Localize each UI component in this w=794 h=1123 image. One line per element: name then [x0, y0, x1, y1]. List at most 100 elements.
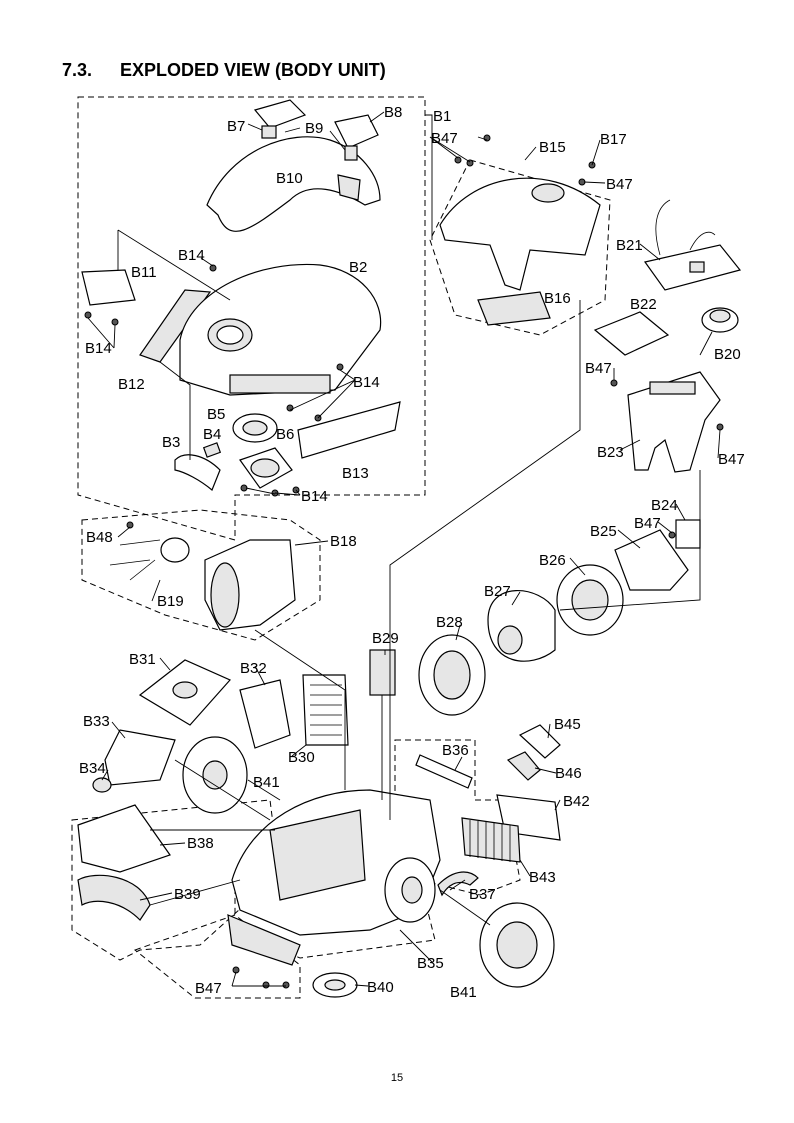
- label-b41-left: B41: [253, 774, 280, 791]
- hepa-filter-b43: [461, 817, 521, 863]
- screw: [610, 379, 618, 387]
- motor-b27-shaft: [497, 625, 523, 655]
- motor-b27: [487, 590, 556, 662]
- label-b31: B31: [129, 651, 156, 668]
- knob-b34: [92, 777, 112, 793]
- label-b35: B35: [417, 955, 444, 972]
- label-b47-bottom: B47: [195, 980, 222, 997]
- label-b29: B29: [372, 630, 399, 647]
- screw: [286, 404, 294, 412]
- housing-b23: [627, 371, 721, 473]
- label-b30: B30: [288, 749, 315, 766]
- bag-holder-hole: [172, 681, 198, 699]
- label-b24: B24: [651, 497, 678, 514]
- lower-body-inner: [269, 809, 366, 901]
- label-b14-top: B14: [178, 247, 205, 264]
- label-b47-right: B47: [606, 176, 633, 193]
- label-b37: B37: [469, 886, 496, 903]
- tube-b45: [518, 724, 561, 759]
- holder-b25: [614, 529, 689, 591]
- screw: [209, 264, 217, 272]
- main-body-shell-b2: [179, 263, 382, 396]
- label-b3: B3: [162, 434, 180, 451]
- label-b9: B9: [305, 120, 323, 137]
- b48-wires: [109, 539, 161, 581]
- body-vents: [229, 374, 331, 394]
- pcb-wires: [655, 199, 716, 256]
- label-b21: B21: [616, 237, 643, 254]
- button-cap-right: [334, 114, 379, 149]
- seal-b3: [174, 454, 221, 491]
- spring-left: [261, 125, 277, 139]
- frame-b33: [104, 729, 176, 786]
- ring-b5-inner: [242, 420, 268, 436]
- bag-b32: [239, 679, 291, 749]
- screw: [111, 318, 119, 326]
- caster-b40-hub: [324, 979, 346, 991]
- label-b45: B45: [554, 716, 581, 733]
- label-b48: B48: [86, 529, 113, 546]
- screw: [126, 521, 134, 529]
- housing-b23-top: [649, 381, 696, 395]
- connector-line-b11: [117, 229, 231, 301]
- group-bottom-outline: [133, 914, 301, 999]
- section-title: EXPLODED VIEW (BODY UNIT): [120, 60, 386, 80]
- label-b2: B2: [349, 259, 367, 276]
- label-b36: B36: [442, 742, 469, 759]
- screw: [336, 363, 344, 371]
- bottom-plate: [227, 914, 301, 966]
- screw: [282, 981, 290, 989]
- connector-line-b1: [425, 114, 433, 240]
- cord-reel-drum: [210, 562, 240, 628]
- bracket-b11: [81, 269, 136, 306]
- group-filter-box-outline: [394, 739, 521, 896]
- spring-right: [344, 145, 358, 161]
- group-top-left-outline: [77, 96, 426, 541]
- bumper-b39: [77, 874, 151, 921]
- label-b39: B39: [174, 886, 201, 903]
- connector-line-b41-right: [439, 889, 491, 926]
- label-b12: B12: [118, 376, 145, 393]
- side-skirt-b13: [297, 401, 401, 459]
- connector-line-b41-left: [247, 779, 281, 801]
- screw: [668, 531, 676, 539]
- gasket-b24: [675, 519, 701, 549]
- screw: [84, 311, 92, 319]
- label-b1: B1: [433, 108, 451, 125]
- label-b43: B43: [529, 869, 556, 886]
- label-b13: B13: [342, 465, 369, 482]
- sheet-b16: [477, 291, 551, 326]
- coupling-b46: [506, 751, 541, 781]
- page-number: 15: [390, 1072, 404, 1084]
- screw: [454, 156, 462, 164]
- connector-line-b12: [159, 361, 191, 460]
- plate-b6-hole: [250, 458, 280, 478]
- label-b14-right: B14: [353, 374, 380, 391]
- connector-line-b15-body: [389, 300, 581, 820]
- upper-cover-arch: [206, 136, 381, 232]
- hepa-filter-pleats: [469, 820, 511, 862]
- screw: [716, 423, 724, 431]
- connector-line-b39: [149, 879, 241, 906]
- connector-line-b18-body: [254, 629, 346, 790]
- filter-grid-lines: [310, 684, 342, 736]
- connector-line-b23-body: [559, 470, 701, 611]
- filter-sheet-b29: [369, 649, 396, 696]
- connector-line-b33: [174, 759, 271, 821]
- label-b47-housing-right: B47: [718, 451, 745, 468]
- knob-b20-top: [709, 309, 731, 323]
- screws: [84, 134, 724, 989]
- side-panel-b12: [139, 289, 212, 363]
- front-part-b37: [437, 871, 479, 897]
- label-b10: B10: [276, 170, 303, 187]
- label-b16: B16: [544, 290, 571, 307]
- label-leaders: [87, 111, 721, 987]
- top-cover-hole: [531, 183, 565, 203]
- label-b32: B32: [240, 660, 267, 677]
- label-b7: B7: [227, 118, 245, 135]
- label-b20: B20: [714, 346, 741, 363]
- label-b8: B8: [384, 104, 402, 121]
- label-b17: B17: [600, 131, 627, 148]
- label-b33: B33: [83, 713, 110, 730]
